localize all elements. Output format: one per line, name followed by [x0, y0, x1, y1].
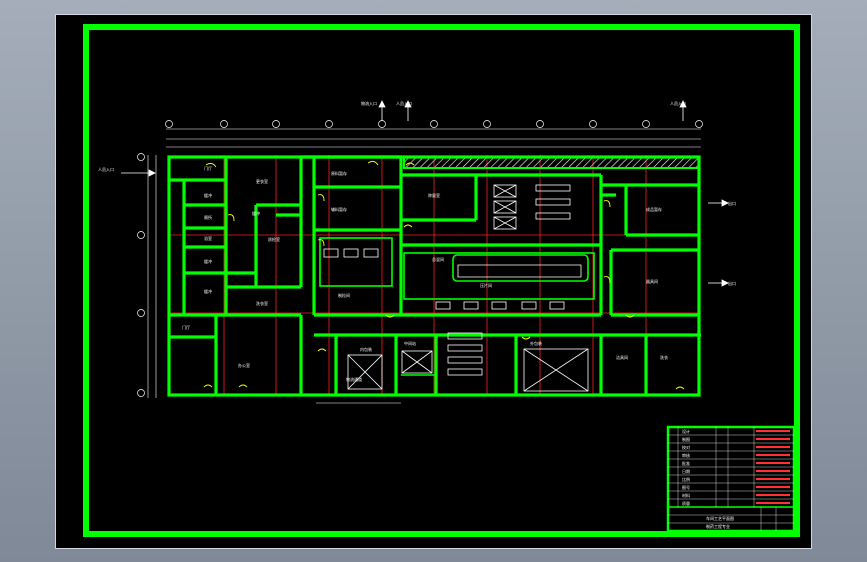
room-label: 厕所 — [204, 214, 212, 220]
room-label: 内包装 — [360, 346, 372, 352]
room-label: 门厅 — [204, 165, 212, 171]
hatched-wall-strip — [403, 156, 700, 169]
staff-entrance-label-left: 人员入口 — [98, 166, 114, 172]
building-walls — [167, 155, 701, 397]
room-label: 更衣室 — [256, 178, 268, 184]
school-name: 制药工程专业 — [706, 523, 730, 529]
room-label: 压片间 — [480, 282, 492, 288]
staff-entrance-label-top-right: 人员入口 — [670, 100, 686, 106]
room-label: 缓冲 — [204, 288, 212, 294]
room-label: 物流通道 — [346, 376, 362, 382]
room-label: 浴室 — [204, 235, 212, 241]
inner-partitions — [319, 237, 595, 376]
title-block-row: 制图 — [682, 436, 690, 442]
room-label: 外包装 — [530, 340, 542, 346]
room-label: 缓冲 — [204, 258, 212, 264]
room-label: 总混间 — [432, 256, 444, 262]
room-label: 中间站 — [404, 340, 416, 346]
staff-entrance-label-top: 人员入口 — [396, 100, 412, 106]
room-label: 制粒间 — [338, 292, 350, 298]
drawing-sheet: 物流入口 人员入口 人员入口 人员入口 出口 出口 门厅 更衣室 缓冲 厕所 浴… — [55, 14, 812, 549]
room-label: 成品暂存 — [646, 206, 662, 212]
floor-plan-drawing: 物流入口 人员入口 人员入口 人员入口 出口 出口 门厅 更衣室 缓冲 厕所 浴… — [83, 24, 800, 537]
room-label: 洁具间 — [616, 354, 628, 360]
title-block-row: 材料 — [682, 492, 690, 498]
axis-bubbles — [137, 120, 703, 397]
title-block-row: 批准 — [682, 460, 690, 466]
doors — [203, 160, 685, 390]
room-label: 缓冲 — [204, 192, 212, 198]
room-labels: 门厅 更衣室 缓冲 厕所 浴室 缓冲 洗衣室 缓冲 门厅 办公室 原料暂存 辅料… — [182, 165, 668, 382]
title-block-row: 设计 — [682, 428, 690, 434]
drawing-frame — [83, 24, 800, 537]
title-block-row: 比例 — [682, 476, 690, 482]
entrance-arrows — [121, 100, 729, 287]
room-label: 称量室 — [428, 192, 440, 198]
exit-label-right-1: 出口 — [728, 200, 736, 206]
room-label: 洗衣 — [660, 354, 668, 360]
title-block-row: 审核 — [682, 452, 690, 458]
room-label: 缓冲 — [252, 210, 260, 216]
title-block-row: 质量 — [682, 500, 690, 506]
exit-label-right-2: 出口 — [728, 280, 736, 286]
room-label: 质检室 — [268, 236, 280, 242]
title-block-row: 日期 — [682, 468, 690, 474]
dimension-lines — [147, 128, 701, 404]
title-block-row: 校对 — [682, 444, 690, 450]
equipment — [323, 184, 589, 392]
room-label: 门厅 — [182, 324, 190, 330]
room-label: 办公室 — [238, 362, 250, 368]
room-label: 辅料暂存 — [331, 206, 347, 212]
room-label: 洗衣室 — [256, 300, 268, 306]
title-block: 设计 制图 校对 审核 批准 日期 比例 图号 材料 质量 车间工艺平面图 制药… — [666, 425, 796, 533]
room-label: 器具间 — [646, 278, 658, 284]
title-block-row: 图号 — [682, 484, 690, 490]
drawing-name: 车间工艺平面图 — [706, 515, 734, 521]
logistics-entrance-label: 物流入口 — [361, 100, 377, 106]
room-label: 原料暂存 — [331, 170, 347, 176]
